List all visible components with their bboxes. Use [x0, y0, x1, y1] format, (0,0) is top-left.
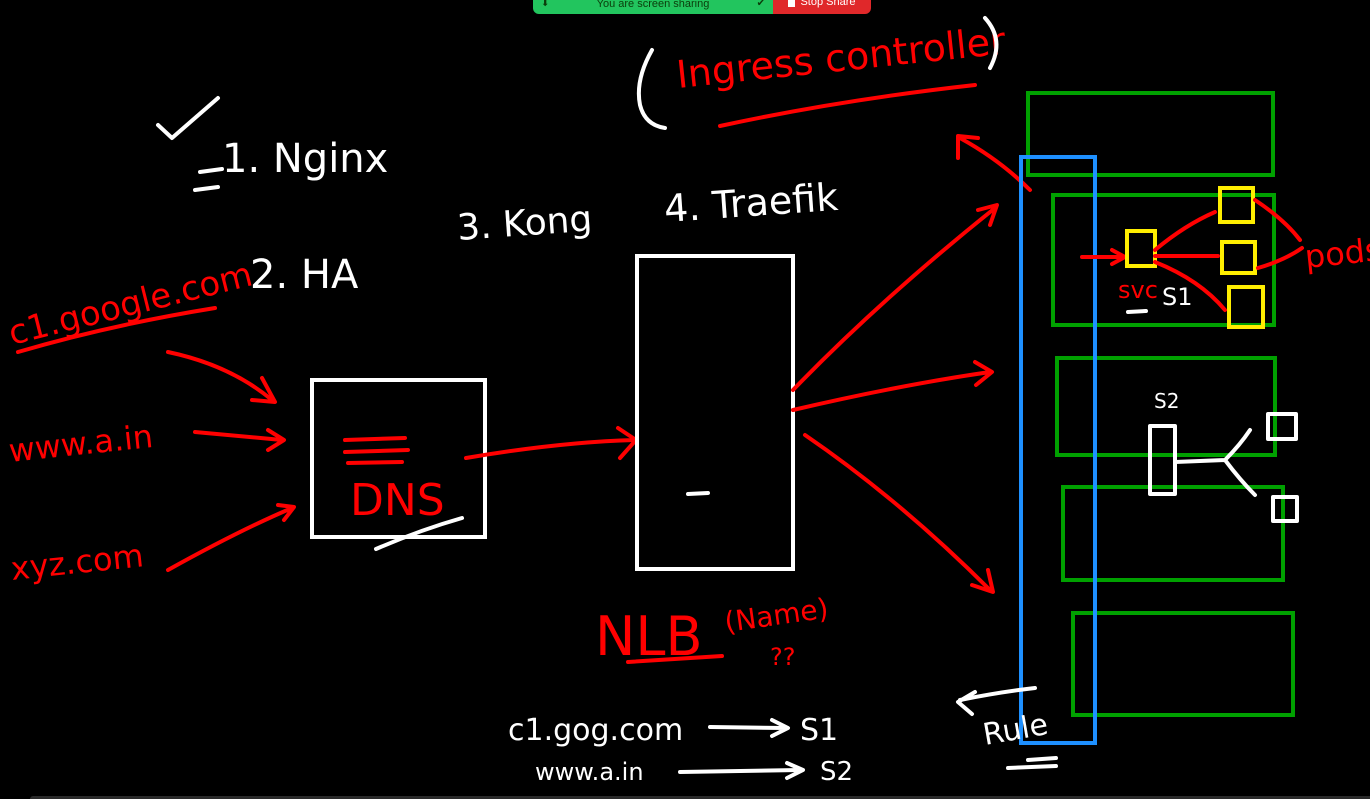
screen-share-bar: ⬇ You are screen sharing ✔ Stop Share: [533, 0, 871, 14]
domain-www-a-in: www.a.in: [7, 417, 155, 470]
arrow-www-to-dns: [193, 428, 286, 452]
dns-underline: [374, 516, 464, 551]
mapping-1-from: c1.gog.com: [508, 713, 683, 748]
cluster-node-1: [1026, 91, 1275, 177]
arrow-to-ingress-heading: [956, 134, 1032, 192]
svc-s2-branches: [1173, 428, 1257, 497]
mapping-2-to: S2: [820, 757, 853, 787]
open-paren-mark: [636, 48, 667, 130]
pods-label: pods: [1303, 230, 1370, 276]
stop-square-icon: [788, 0, 796, 7]
nlb-note-question: ??: [770, 643, 795, 671]
svc-to-pods-lines: [1153, 210, 1227, 312]
ingress-rule-box: [1019, 155, 1097, 745]
cluster-node-2: [1051, 193, 1276, 327]
domain-xyz-com: xyz.com: [9, 536, 145, 588]
list-item-nginx: 1. Nginx: [222, 136, 388, 182]
stop-share-label: Stop Share: [800, 0, 856, 8]
nlb-underline: [626, 654, 724, 664]
pods-bracket: [1253, 198, 1304, 270]
mapping-2-arrow: [678, 761, 805, 780]
screen-sharing-indicator[interactable]: ⬇ You are screen sharing ✔: [533, 0, 773, 14]
shield-check-icon: ✔: [756, 0, 765, 9]
s2-pod-1: [1266, 412, 1298, 441]
dns-box: [310, 378, 487, 539]
dns-scribble: [343, 436, 410, 465]
arrow-down-icon: ⬇: [541, 0, 550, 9]
arrow-nlb-to-node1: [791, 203, 999, 392]
cluster-node-5: [1071, 611, 1295, 717]
nlb-box: [635, 254, 795, 571]
rule-underline: [1006, 756, 1058, 770]
arrow-nlb-to-node4: [803, 433, 995, 594]
stop-share-button[interactable]: Stop Share: [773, 0, 871, 14]
svc-underline: [1126, 309, 1148, 314]
arrow-dns-to-nlb: [464, 426, 638, 460]
svc-s2-box: [1148, 424, 1177, 496]
svc-label: svc: [1118, 276, 1158, 304]
arrow-c1-to-dns: [166, 350, 277, 404]
mapping-1-to: S1: [800, 713, 838, 748]
domain-underline: [16, 306, 217, 354]
nlb-note-name: (Name): [722, 592, 830, 639]
window-bottom-edge: [30, 796, 1370, 799]
list-item-ha: 2. HA: [250, 252, 359, 298]
heading-underline: [718, 83, 977, 128]
dns-label: DNS: [350, 475, 445, 526]
s2-label: S2: [1154, 389, 1179, 413]
pod-2: [1220, 240, 1257, 275]
screen-sharing-status: You are screen sharing: [596, 0, 710, 10]
arrow-xyz-to-dns: [166, 503, 296, 572]
close-paren-mark: [983, 16, 999, 70]
nlb-dash-mark: [686, 491, 710, 496]
arrow-into-svc: [1080, 248, 1127, 266]
list-item-kong: 3. Kong: [456, 199, 594, 249]
pod-1: [1218, 186, 1255, 224]
mapping-1-arrow: [708, 718, 790, 738]
arrow-nlb-to-node2: [791, 360, 994, 412]
mapping-2-from: www.a.in: [535, 758, 644, 786]
list-item-traefik: 4. Traefik: [663, 175, 840, 231]
pod-3: [1227, 285, 1265, 329]
checkmark-icon: [156, 96, 220, 140]
cluster-node-3: [1055, 356, 1277, 457]
arrow-rule-pointer: [956, 686, 1037, 716]
rule-label: Rule: [980, 707, 1050, 753]
s1-label: S1: [1162, 283, 1193, 311]
svc-s1-box: [1125, 229, 1157, 268]
equals-mark: [193, 167, 224, 192]
domain-c1-google: c1.google.com: [5, 255, 257, 354]
s2-pod-2: [1271, 495, 1299, 523]
